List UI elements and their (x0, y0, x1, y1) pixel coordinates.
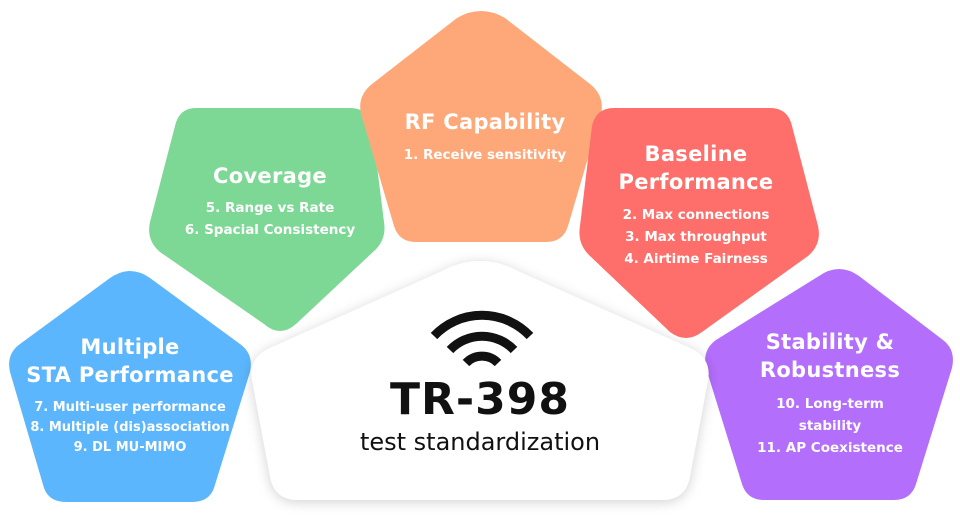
baseline-item-3: 4. Airtime Fairness (624, 251, 768, 267)
baseline-item-1: 2. Max connections (622, 207, 770, 223)
rf-capability-pentagon (360, 11, 602, 242)
stability-items: 10. Long-term stability 11. AP Coexisten… (720, 393, 940, 459)
rf-item-1: 1. Receive sensitivity (403, 147, 567, 163)
stability-pentagon (705, 269, 953, 500)
multiple-sta-item-2: 8. Multiple (dis)association (30, 420, 230, 435)
stability-title: Stability & Robustness (720, 328, 940, 384)
baseline-title-line1: Baseline (644, 142, 748, 166)
wifi-icon (430, 310, 534, 367)
multiple-sta-title-line1: Multiple (80, 335, 180, 359)
multiple-sta-item-3: 9. DL MU-MIMO (73, 440, 187, 455)
multiple-sta-title: Multiple STA Performance (10, 333, 250, 389)
coverage-pentagon (149, 108, 385, 331)
coverage-item-2: 6. Spacial Consistency (184, 222, 356, 238)
baseline-item-2: 3. Max throughput (625, 229, 767, 245)
coverage-items: 5. Range vs Rate 6. Spacial Consistency (150, 197, 390, 241)
center-subtitle: test standardization (359, 428, 601, 456)
stability-item-1-cont: stability (798, 418, 862, 434)
rf-capability-items: 1. Receive sensitivity (370, 144, 600, 166)
coverage-item-1: 5. Range vs Rate (205, 200, 335, 216)
stability-item-2: 11. AP Coexistence (757, 440, 903, 456)
multiple-sta-title-line2: STA Performance (26, 363, 234, 387)
baseline-pentagon (579, 108, 819, 338)
multiple-sta-items: 7. Multi-user performance 8. Multiple (d… (10, 398, 250, 458)
stability-item-1: 10. Long-term (776, 396, 884, 412)
baseline-items: 2. Max connections 3. Max throughput 4. … (596, 204, 796, 270)
multiple-sta-pentagon (9, 271, 251, 502)
stability-title-line1: Stability & (765, 330, 895, 354)
coverage-title: Coverage (213, 164, 327, 188)
stability-title-line2: Robustness (759, 358, 901, 382)
baseline-title-line2: Performance (618, 170, 774, 194)
center-pentagon (251, 261, 709, 500)
rf-capability-title: RF Capability (404, 110, 566, 134)
multiple-sta-item-1: 7. Multi-user performance (34, 400, 226, 415)
center-title: TR-398 (389, 374, 570, 425)
baseline-title: Baseline Performance (596, 140, 796, 196)
